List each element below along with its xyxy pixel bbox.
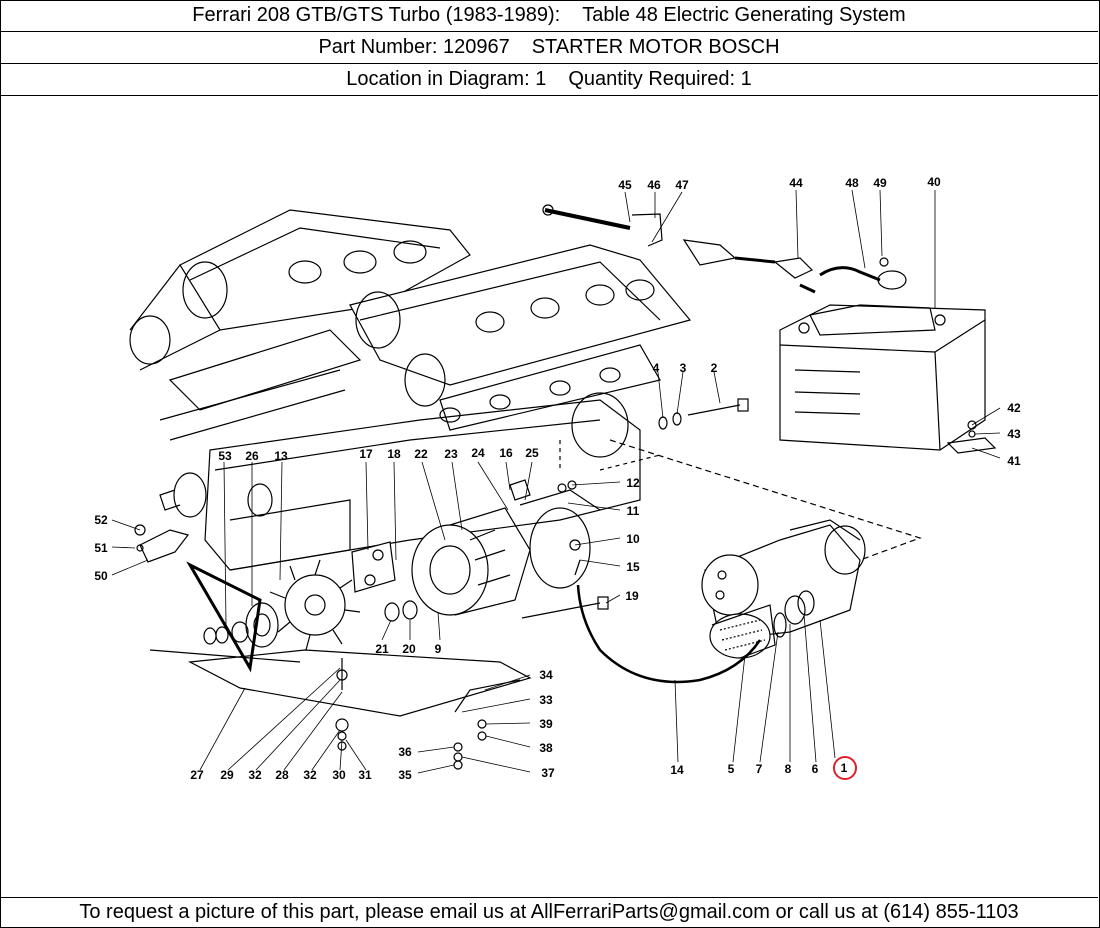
callout-18: 18 bbox=[387, 447, 401, 461]
starter-motor-drawing bbox=[576, 439, 922, 684]
callout-34: 34 bbox=[539, 668, 553, 682]
callout-50: 50 bbox=[94, 569, 108, 583]
callout-26: 26 bbox=[245, 449, 259, 463]
callout-51: 51 bbox=[94, 541, 108, 555]
leader-lines bbox=[111, 189, 1001, 774]
callout-14: 14 bbox=[670, 763, 684, 777]
location-in-diagram: Location in Diagram: 1 bbox=[346, 68, 547, 90]
callout-39: 39 bbox=[539, 717, 553, 731]
location-row: Location in Diagram: 1 Quantity Required:… bbox=[0, 64, 1098, 96]
part-number-row: Part Number: 120967 STARTER MOTOR BOSCH bbox=[0, 32, 1098, 64]
exploded-view-drawing: 4546474448494043242434153261317182223241… bbox=[94, 175, 1021, 782]
callout-53: 53 bbox=[218, 449, 232, 463]
callout-49: 49 bbox=[873, 176, 887, 190]
callout-42: 42 bbox=[1007, 401, 1021, 415]
callout-21: 21 bbox=[375, 642, 389, 656]
callout-43: 43 bbox=[1007, 427, 1021, 441]
engine-block-drawing bbox=[129, 209, 692, 571]
part-name: STARTER MOTOR BOSCH bbox=[531, 36, 780, 58]
callout-29: 29 bbox=[220, 768, 234, 782]
callout-40: 40 bbox=[927, 175, 941, 189]
quantity-required: Quantity Required: 1 bbox=[568, 68, 752, 90]
callout-35: 35 bbox=[398, 768, 412, 782]
callout-30: 30 bbox=[332, 768, 346, 782]
callout-23: 23 bbox=[444, 447, 458, 461]
callout-52: 52 bbox=[94, 513, 108, 527]
callout-12: 12 bbox=[626, 476, 640, 490]
footer-contact: To request a picture of this part, pleas… bbox=[0, 897, 1098, 927]
callout-8: 8 bbox=[785, 762, 792, 776]
callout-13: 13 bbox=[274, 449, 288, 463]
callout-7: 7 bbox=[756, 762, 763, 776]
callout-32: 32 bbox=[303, 768, 317, 782]
callout-44: 44 bbox=[789, 176, 803, 190]
callout-10: 10 bbox=[626, 532, 640, 546]
highlight-circle bbox=[833, 756, 857, 780]
callout-48: 48 bbox=[845, 176, 859, 190]
callout-25: 25 bbox=[525, 446, 539, 460]
callout-37: 37 bbox=[541, 766, 555, 780]
callout-2: 2 bbox=[711, 361, 718, 375]
callout-19: 19 bbox=[625, 589, 639, 603]
alternator-group bbox=[134, 479, 609, 770]
callout-20: 20 bbox=[402, 642, 416, 656]
callout-28: 28 bbox=[275, 768, 289, 782]
callout-6: 6 bbox=[812, 762, 819, 776]
model-title: Ferrari 208 GTB/GTS Turbo (1983-1989): bbox=[192, 4, 561, 26]
callout-36: 36 bbox=[398, 745, 412, 759]
callout-4: 4 bbox=[653, 361, 660, 375]
callout-17: 17 bbox=[359, 447, 373, 461]
callout-27: 27 bbox=[190, 768, 204, 782]
callout-47: 47 bbox=[675, 178, 689, 192]
callout-22: 22 bbox=[414, 447, 428, 461]
callout-41: 41 bbox=[1007, 454, 1021, 468]
callout-31: 31 bbox=[358, 768, 372, 782]
callout-24: 24 bbox=[471, 446, 485, 460]
callout-9: 9 bbox=[435, 642, 442, 656]
callout-5: 5 bbox=[728, 762, 735, 776]
battery-group bbox=[542, 204, 997, 454]
callout-46: 46 bbox=[647, 178, 661, 192]
title-row: Ferrari 208 GTB/GTS Turbo (1983-1989): Ta… bbox=[0, 0, 1098, 32]
callout-45: 45 bbox=[618, 178, 632, 192]
footer-text: To request a picture of this part, pleas… bbox=[79, 901, 1019, 923]
callout-38: 38 bbox=[539, 741, 553, 755]
callout-11: 11 bbox=[627, 504, 640, 518]
callout-33: 33 bbox=[539, 693, 553, 707]
callout-1: 1 bbox=[841, 761, 848, 775]
callout-3: 3 bbox=[680, 361, 687, 375]
callout-32: 32 bbox=[248, 768, 262, 782]
callout-16: 16 bbox=[499, 446, 513, 460]
callout-15: 15 bbox=[626, 560, 640, 574]
table-title: Table 48 Electric Generating System bbox=[582, 4, 906, 26]
part-number: Part Number: 120967 bbox=[318, 36, 510, 58]
